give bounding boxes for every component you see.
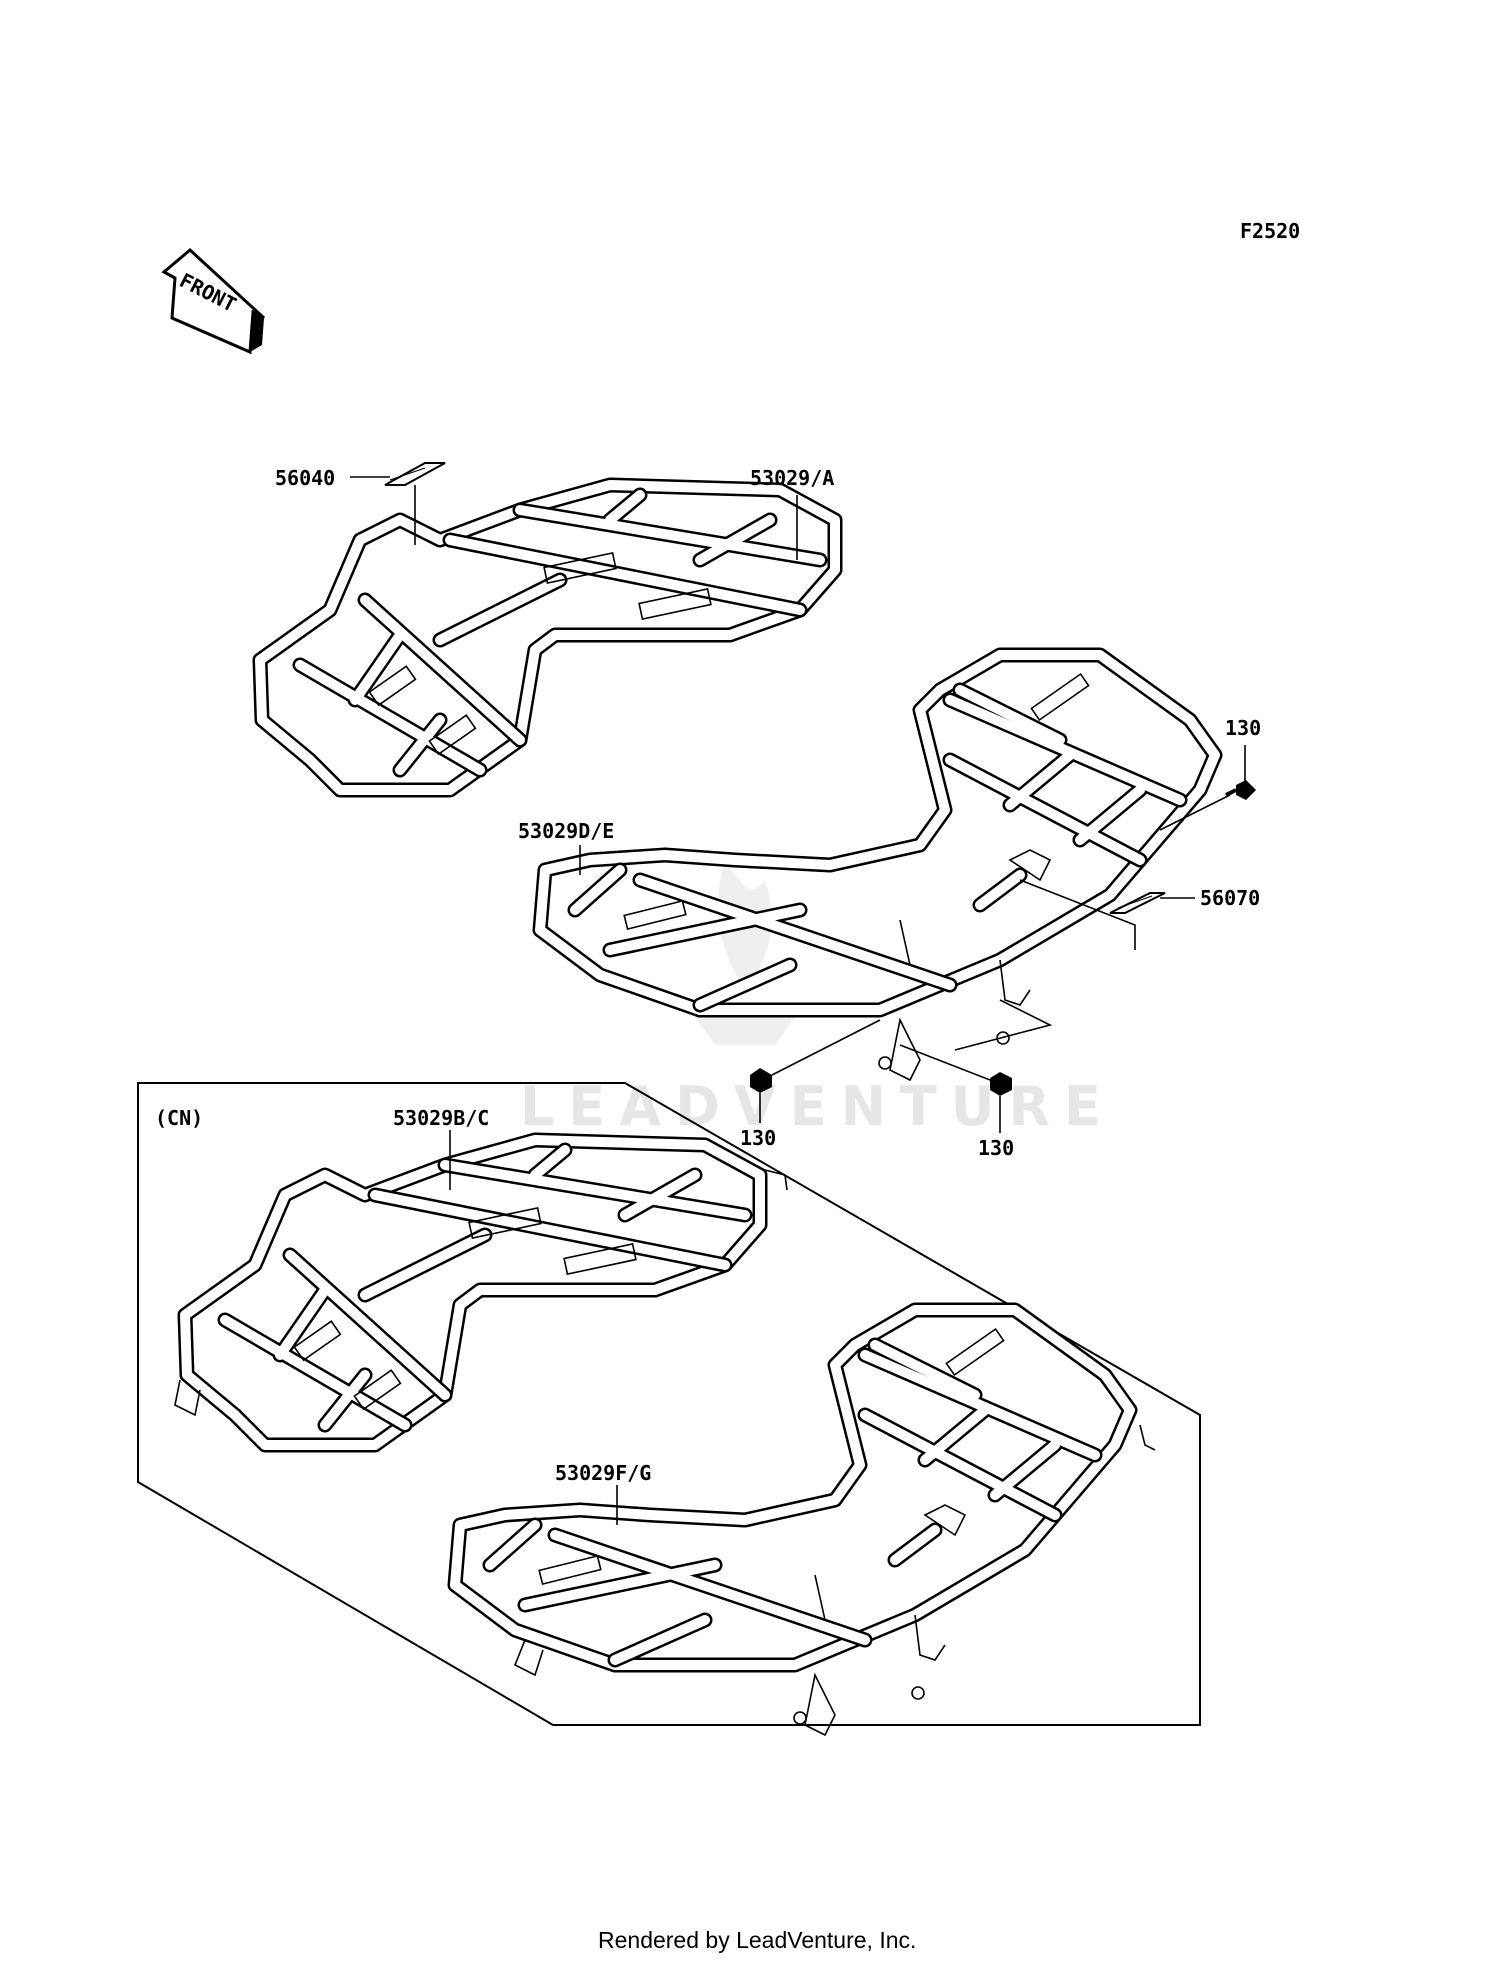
bolt-right-icon <box>1225 780 1256 800</box>
callout-53029bc: 53029B/C <box>393 1106 489 1130</box>
bolt-left-icon <box>750 1068 772 1093</box>
decal-56040 <box>384 462 446 486</box>
cn-region-border <box>137 1082 1201 1726</box>
bolt-center-icon <box>990 1072 1012 1096</box>
callout-53029fg: 53029F/G <box>555 1461 651 1485</box>
callout-53029a: 53029/A <box>750 466 834 490</box>
front-carrier <box>260 485 835 790</box>
cn-region-label: (CN) <box>155 1106 203 1130</box>
callout-130-right: 130 <box>1225 716 1261 740</box>
footer-credit: Rendered by LeadVenture, Inc. <box>598 1927 916 1953</box>
callout-56040: 56040 <box>275 466 335 490</box>
callout-130-left: 130 <box>740 1126 776 1150</box>
watermark-text: LEADVENTURE <box>520 1075 1115 1138</box>
diagram-code: F2520 <box>1240 219 1300 243</box>
callout-53029de: 53029D/E <box>518 819 614 843</box>
rear-carrier <box>540 655 1215 1080</box>
callout-130-center: 130 <box>978 1136 1014 1160</box>
front-carrier-cn <box>174 1140 788 1445</box>
rear-carrier-cn <box>455 1310 1156 1735</box>
callout-56070: 56070 <box>1200 886 1260 910</box>
decal-56070 <box>1109 892 1166 914</box>
front-arrow-icon: FRONT <box>161 248 266 355</box>
